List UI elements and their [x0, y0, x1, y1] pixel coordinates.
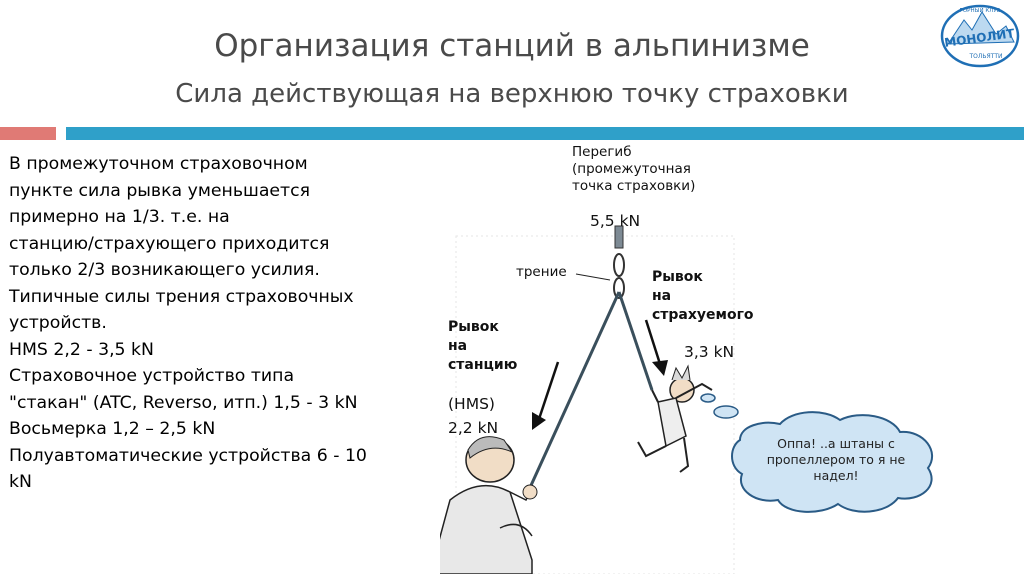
bubble-line: надел! [813, 468, 859, 483]
bubble-text: Оппа! ..а штаны с пропеллером то я не на… [758, 436, 914, 484]
anchor-point [613, 225, 625, 299]
station-force-label: 2,2 kN [448, 419, 499, 437]
body-line: Страховочное устройство типа [9, 366, 295, 386]
accent-bar-blue [66, 127, 1024, 140]
climber-force-label: 3,3 kN [684, 343, 735, 361]
body-text: В промежуточном страховочном пункте сила… [9, 151, 439, 496]
climber-figure [637, 364, 713, 473]
body-line: kN [9, 472, 32, 492]
bend-label-line: (промежуточная [572, 161, 691, 177]
body-line: Типичные силы трения страховочных [9, 286, 354, 307]
friction-pointer [575, 273, 611, 281]
title-line-2: Сила действующая на верхнюю точку страхо… [175, 79, 849, 109]
slide-title: Организация станций в альпинизме Сила де… [0, 26, 1024, 114]
station-pull-line: Рывок [448, 319, 499, 335]
logo-top-text: ГОРНЫЙ КЛУБ [959, 7, 1000, 14]
logo-bottom-text: ТОЛЬЯТТИ [968, 53, 1002, 60]
bend-label-line: точка страховки) [572, 178, 696, 194]
climber-pull-label: Рывок на страхуемого [652, 268, 754, 325]
rope-left [526, 291, 621, 493]
station-pull-line: на [448, 338, 468, 354]
bend-label-line: Перегиб [572, 144, 632, 160]
body-line: В промежуточном страховочном [9, 154, 308, 174]
diagram-drawing [429, 225, 934, 575]
top-force-label: 5,5 kN [590, 212, 641, 230]
body-line: HMS 2,2 - 3,5 kN [9, 339, 154, 360]
club-logo: ГОРНЫЙ КЛУБ МОНОЛИТ ТОЛЬЯТТИ [940, 4, 1020, 68]
climber-pull-line: страхуемого [652, 307, 754, 323]
accent-bar-red [0, 127, 56, 140]
bend-label: Перегиб (промежуточная точка страховки) [572, 144, 695, 195]
climber-pull-line: на [652, 288, 672, 304]
title-line-1: Организация станций в альпинизме [214, 28, 810, 64]
station-pull-line: станцию [448, 357, 518, 373]
body-line: только 2/3 возникающего усилия. [9, 260, 320, 280]
body-line: Полуавтоматические устройства 6 - 10 [9, 445, 367, 466]
bubble-line: Оппа! ..а штаны с [777, 436, 895, 451]
body-line: Восьмерка 1,2 – 2,5 kN [9, 419, 216, 439]
speech-bubble [700, 393, 934, 513]
body-line: станцию/страхующего приходится [9, 233, 330, 254]
body-line: устройств. [9, 313, 107, 333]
arrow-to-climber [644, 319, 668, 376]
body-line: примерно на 1/3. т.е. на [9, 207, 230, 227]
arrow-to-station [532, 361, 560, 430]
rope-right [617, 291, 654, 391]
friction-label: трение [516, 264, 567, 280]
body-line: пункте сила рывка уменьшается [9, 180, 311, 201]
device-label: (HMS) [448, 395, 495, 413]
belay-diagram: Перегиб (промежуточная точка страховки) … [429, 140, 1024, 575]
climber-pull-line: Рывок [652, 269, 703, 285]
belayer-figure [429, 436, 538, 575]
station-pull-label: Рывок на станцию [448, 318, 517, 375]
bubble-line: пропеллером то я не [766, 452, 906, 467]
body-line: "стакан" (ATC, Reverso, итп.) 1,5 - 3 kN [9, 392, 358, 413]
